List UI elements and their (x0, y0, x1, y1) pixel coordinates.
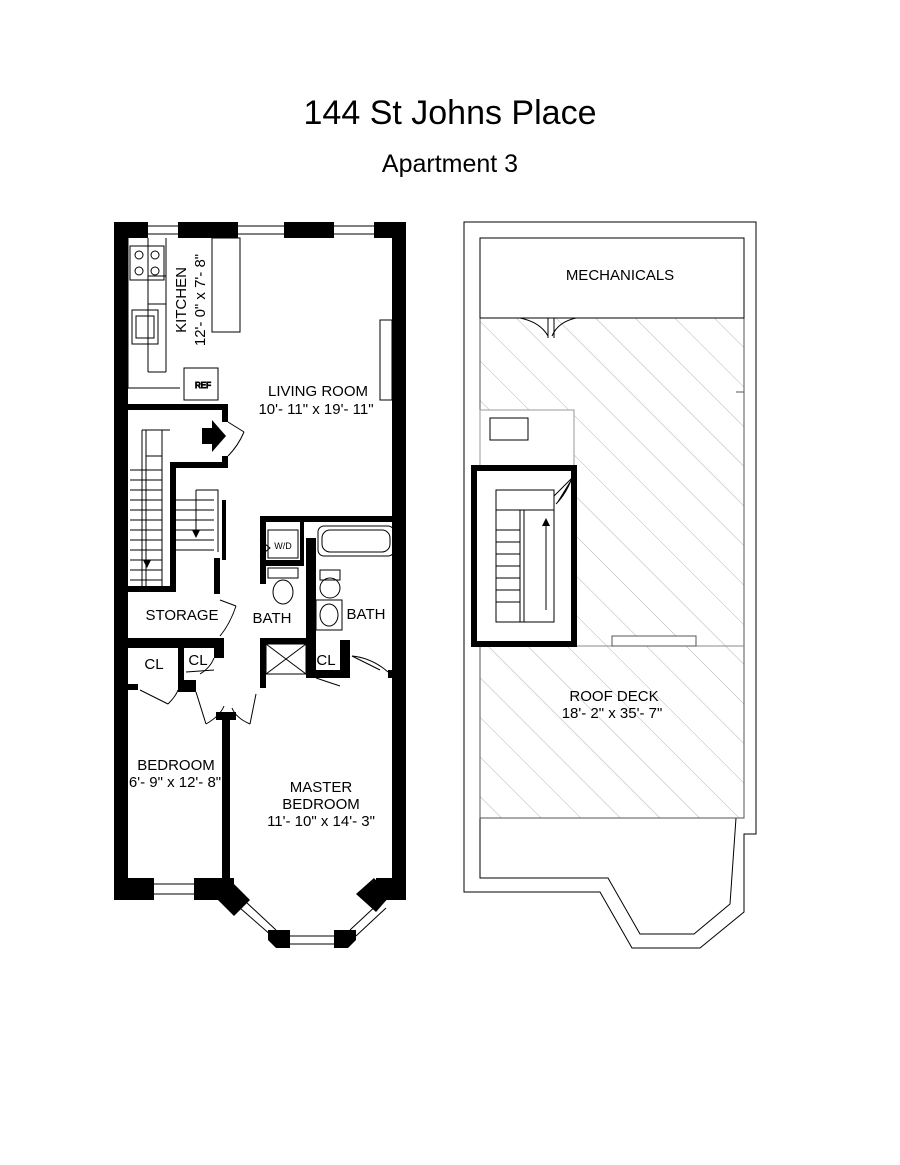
roof-deck-dims: 18'- 2" x 35'- 7" (562, 705, 663, 722)
kitchen-sink-icon (131, 309, 159, 345)
interior-walls (128, 404, 406, 892)
plan-title: 144 St Johns Place (303, 94, 597, 132)
fireplace (379, 319, 406, 401)
stair-arrow-icon (143, 560, 151, 568)
roof-deck-label: ROOF DECK (569, 688, 658, 705)
kitchen-dims: 12'- 0" x 7'- 8" (192, 254, 209, 346)
roof-outline-outer (463, 221, 757, 949)
bay-window (216, 878, 390, 948)
roof-floor-plan (463, 221, 757, 949)
staircase (130, 429, 219, 586)
washer-dryer-label: W/D (274, 541, 292, 551)
svg-text:REF: REF (195, 381, 211, 390)
stair-arrow-icon-2 (192, 530, 200, 538)
master-bedroom-label-2: BEDROOM (282, 796, 360, 813)
master-bedroom-label-1: MASTER (290, 779, 353, 796)
kitchen-label: KITCHEN (173, 267, 190, 333)
master-bedroom-dims: 11'- 10" x 14'- 3" (267, 813, 375, 830)
entry-arrow-icon (202, 420, 226, 452)
stair-bulkhead (471, 465, 577, 647)
bedroom-dims: 6'- 9" x 12'- 8" (129, 774, 221, 791)
mechanicals-room (479, 237, 745, 319)
bath-left-label: BATH (253, 610, 292, 627)
mechanicals-label: MECHANICALS (566, 267, 674, 284)
room-labels: KITCHEN 12'- 0" x 7'- 8" LIVING ROOM 10'… (129, 254, 674, 830)
living-room-label: LIVING ROOM (268, 383, 368, 400)
closet-label-2: CL (188, 652, 207, 669)
closet-label-1: CL (144, 656, 163, 673)
living-room-dims: 10'- 11" x 19'- 11" (258, 401, 373, 418)
bath-fixtures (259, 525, 395, 675)
plan-subtitle: Apartment 3 (381, 150, 519, 178)
door-swings (139, 421, 389, 725)
storage-label: STORAGE (145, 607, 218, 624)
stove-icon (129, 245, 165, 281)
bedroom-label: BEDROOM (137, 757, 215, 774)
mechanicals-doors (519, 317, 577, 338)
closet-label-3: CL (316, 652, 335, 669)
kitchen-counters: REF (127, 237, 241, 401)
apartment-floor-plan: REF (114, 222, 406, 948)
skylight (489, 417, 529, 441)
top-windows (148, 225, 374, 895)
bath-right-label: BATH (347, 606, 386, 623)
